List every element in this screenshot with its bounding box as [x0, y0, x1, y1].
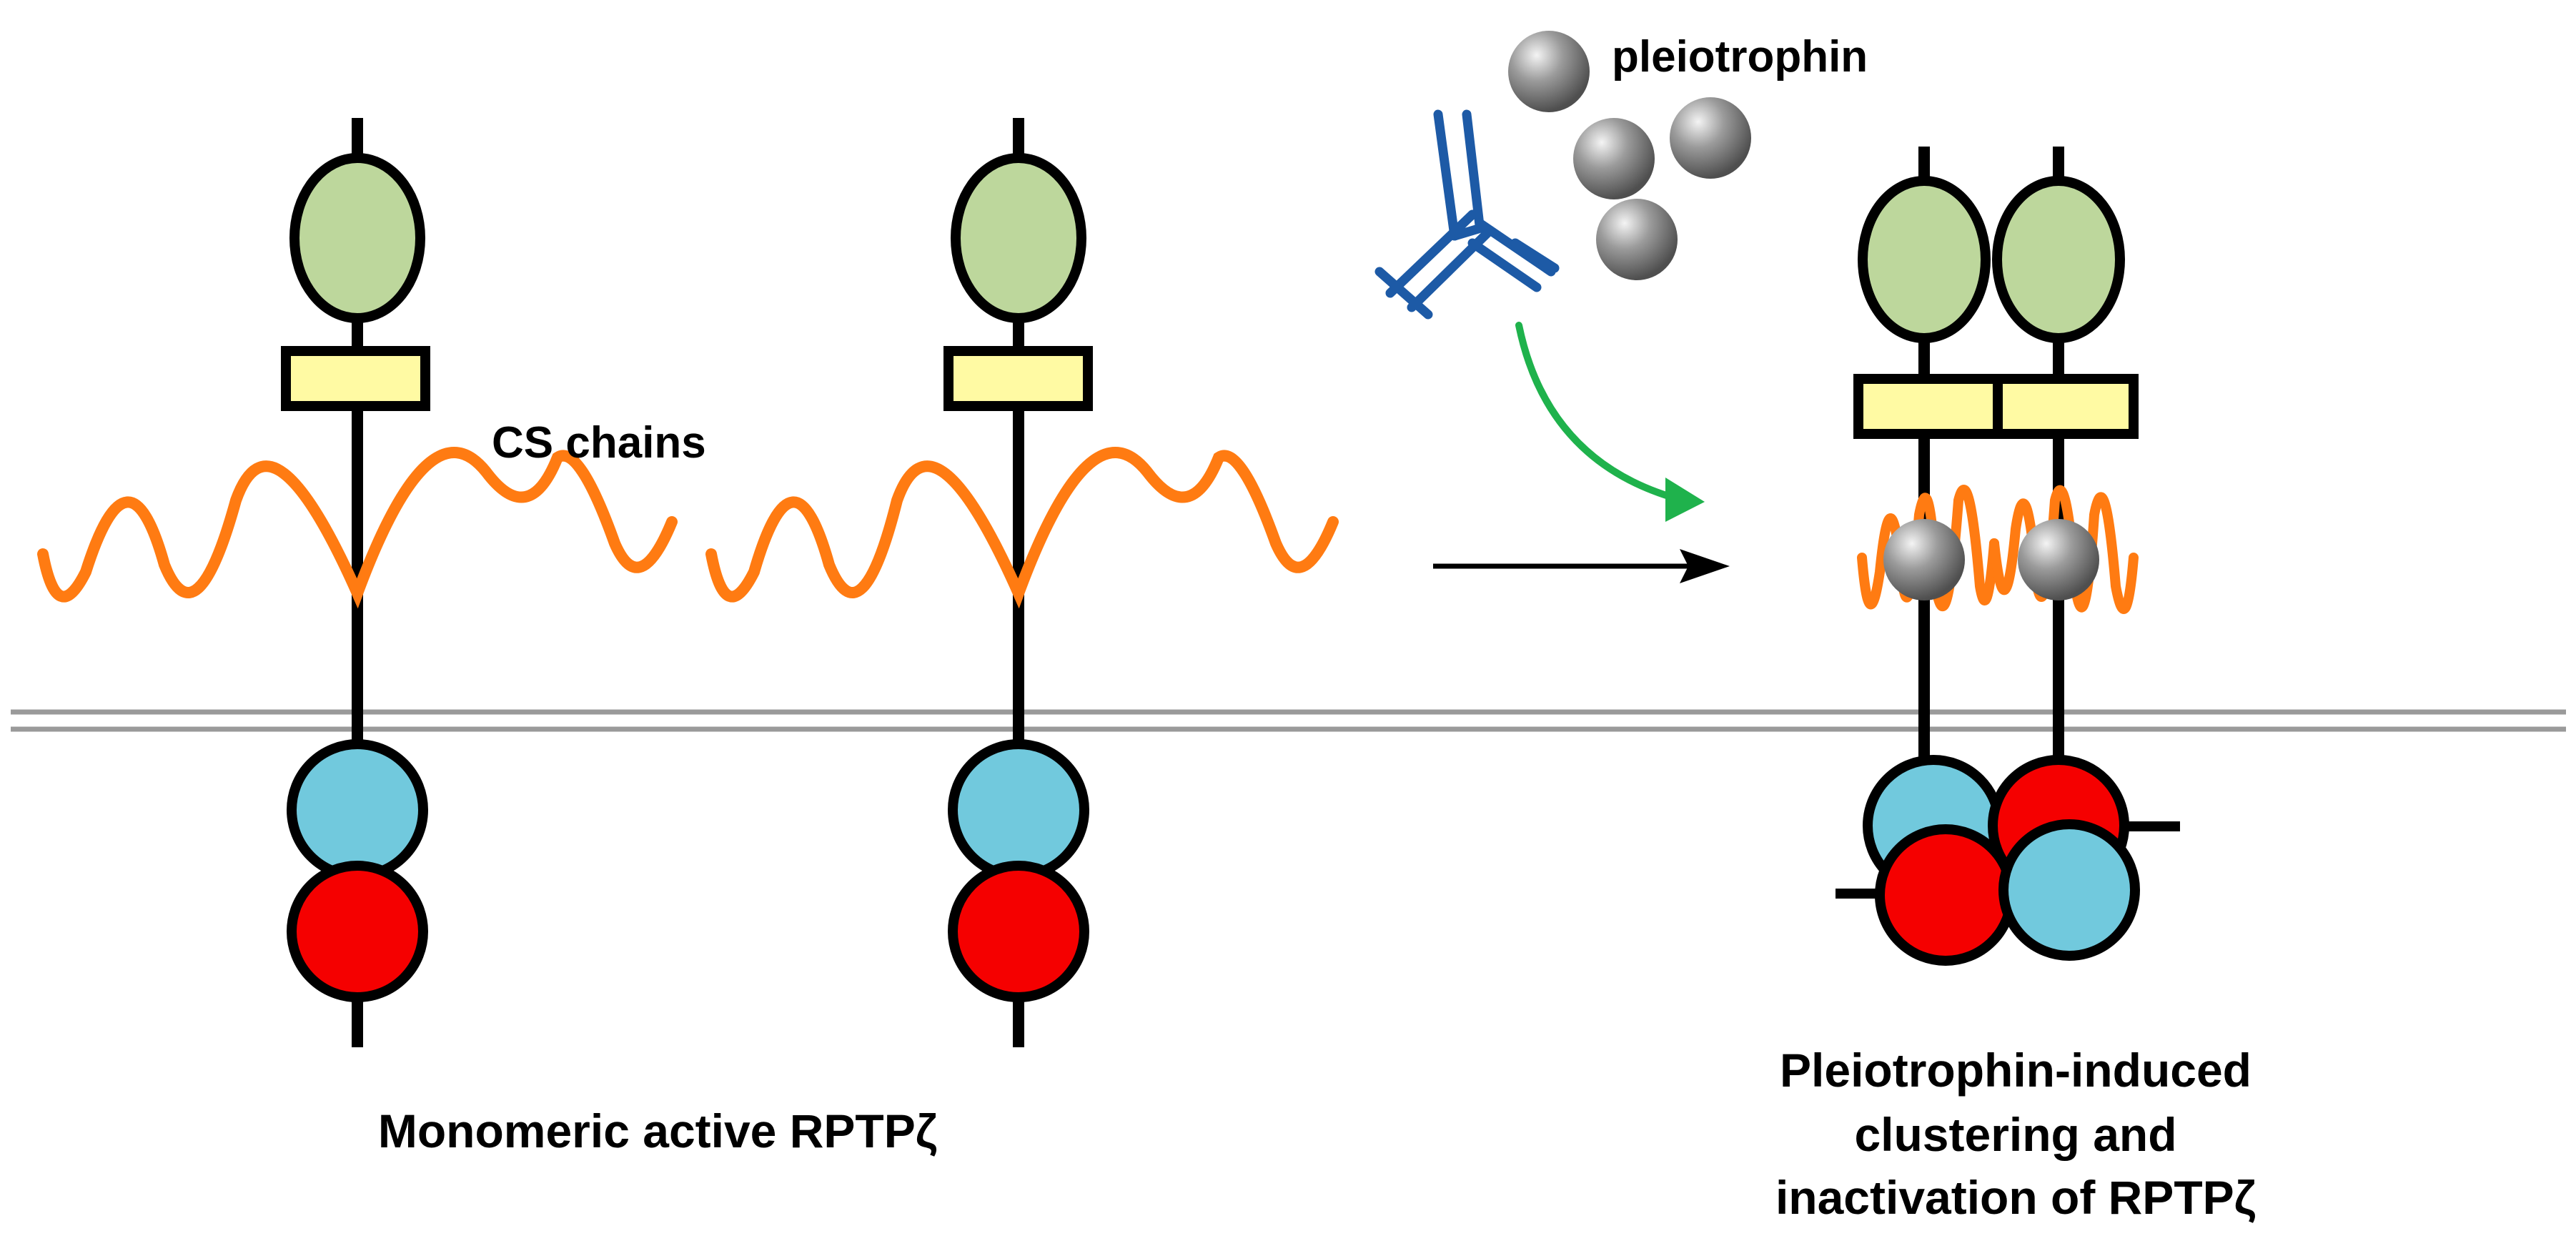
- clustered-label-line1: Pleiotrophin-induced: [1780, 1044, 2251, 1097]
- receptor-cluster: [1836, 147, 2180, 966]
- phosphatase-domain-d2: [948, 861, 1089, 1002]
- linker-box: [943, 346, 1093, 411]
- cs-chain-compressed: [1989, 485, 2139, 614]
- binding-arrow-head: [1665, 478, 1705, 522]
- pleiotrophin-label: pleiotrophin: [1612, 32, 1868, 81]
- phosphatase-domain-d1: [287, 739, 428, 881]
- pleiotrophin-ball-icon: [1573, 118, 1655, 199]
- pleiotrophin-group: [1508, 31, 1751, 280]
- extracellular-domain: [951, 153, 1086, 323]
- linker-box: [281, 346, 430, 411]
- cs-chain-wave: [37, 447, 678, 609]
- pleiotrophin-ball-icon: [1883, 519, 1965, 600]
- receptor-monomer-1: [37, 118, 678, 1047]
- extracellular-domain: [1858, 176, 1991, 343]
- receptor-monomer-2: [705, 118, 1339, 1047]
- phosphatase-domain-d1: [948, 739, 1089, 881]
- pleiotrophin-ball-icon: [1508, 31, 1590, 112]
- clustered-label-line3: inactivation of RPTPζ: [1775, 1171, 2256, 1224]
- cs-chain-wave: [705, 447, 1339, 609]
- clustered-label-line2: clustering and: [1854, 1108, 2176, 1161]
- linker-box: [1853, 374, 2003, 439]
- phosphatase-domain-d1: [1998, 819, 2140, 961]
- extracellular-domain: [289, 153, 425, 323]
- phosphatase-domain-d2: [287, 861, 428, 1002]
- phosphatase-domain-d2: [1875, 824, 2016, 966]
- cell-membrane: [11, 709, 2566, 732]
- transition-arrow-head: [1680, 549, 1730, 583]
- pleiotrophin-ball-icon: [1596, 199, 1678, 280]
- cs-chain-compressed: [1857, 485, 1999, 612]
- linker-box: [1993, 374, 2139, 439]
- cs-chains-label: CS chains: [492, 418, 706, 468]
- binding-arrow: [1515, 322, 1687, 504]
- monomeric-label: Monomeric active RPTPζ: [378, 1104, 937, 1157]
- pleiotrophin-ball-icon: [1670, 97, 1751, 179]
- antibody-icon: [1374, 109, 1560, 320]
- pleiotrophin-ball-icon: [2018, 519, 2099, 600]
- extracellular-domain: [1992, 176, 2125, 343]
